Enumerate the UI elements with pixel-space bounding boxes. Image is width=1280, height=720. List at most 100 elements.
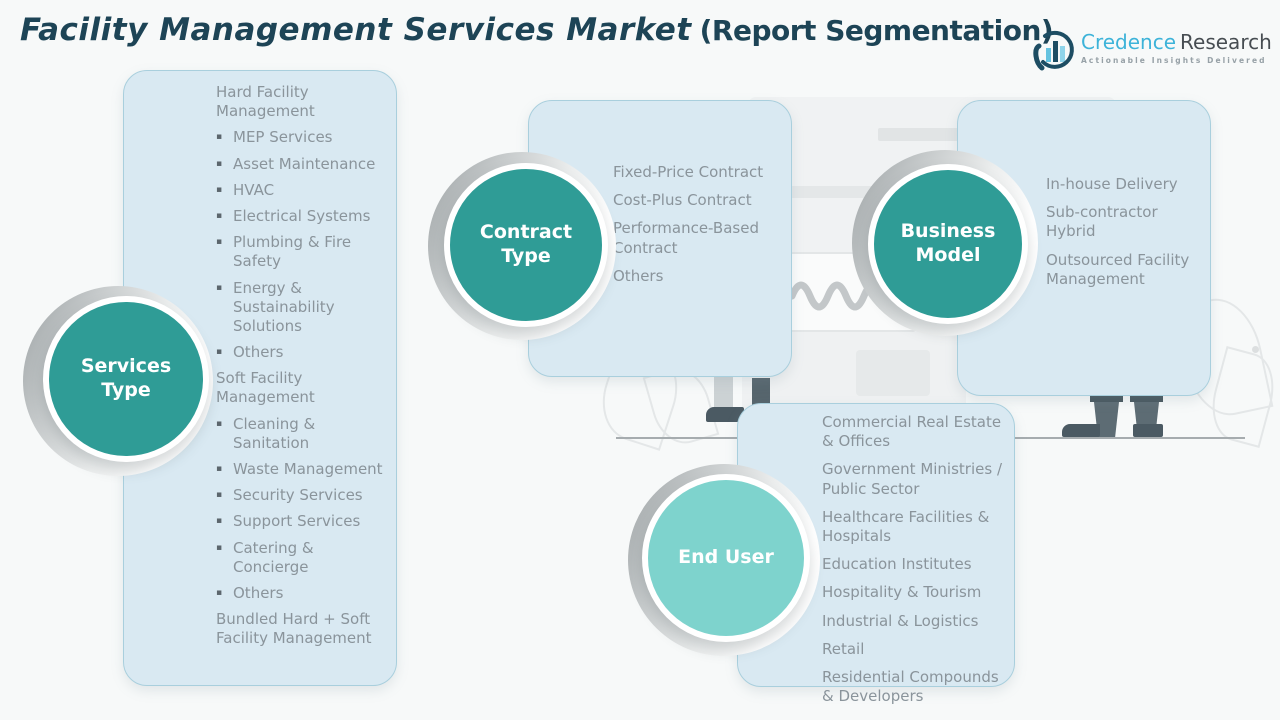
bullet-icon: ▪ [216,158,223,169]
list-item: ▪ Support Services [216,512,384,531]
person-shoe-graphic [706,407,744,422]
list-item: Performance-Based Contract [613,219,783,257]
desk-graphic [856,350,930,396]
list-item-label: Hospitality & Tourism [822,583,982,602]
bullet-icon: ▪ [216,587,223,598]
list-item-label: Fixed-Price Contract [613,163,764,181]
bullet-icon: ▪ [216,418,223,429]
list-item: ▪ Cleaning & Sanitation [216,415,384,453]
list-item: ▪ Others [216,343,384,362]
list-item-label: Electrical Systems [233,206,371,225]
bullet-icon: ▪ [216,132,223,143]
list-item-label: Cleaning & Sanitation [233,414,316,452]
bullet-icon: ▪ [216,542,223,553]
list-item: Residential Compounds & Developers [822,668,1006,706]
person-shoe-graphic [1133,424,1163,437]
list-item-label: Others [233,343,284,362]
bullet-icon: ▪ [216,490,223,501]
services-type-list: Hard Facility Management ▪ MEP Services ▪ As… [124,71,396,649]
person-leg-graphic [714,377,733,411]
list-item: Sub-contractor Hybrid [1046,203,1209,241]
person-leg-graphic [1090,393,1123,402]
list-item: Hospitality & Tourism [822,583,1006,602]
list-item: ▪ Plumbing & Fire Safety [216,233,384,271]
list-item-label: Waste Management [233,460,383,478]
list-item: Industrial & Logistics [822,612,1006,631]
logo-tagline: Actionable Insights Delivered [1081,56,1267,65]
list-item: Bundled Hard + Soft Facility Management [216,610,384,648]
list-item-label: Security Services [233,486,363,505]
contract-type-circle: Contract Type [428,152,616,340]
bullet-icon: ▪ [216,237,223,248]
list-item-label: Catering & Concierge [233,538,314,576]
list-item-label: Soft Facility Management [216,369,315,407]
list-item: ▪ Waste Management [216,460,384,479]
list-item-label: Industrial & Logistics [822,611,979,630]
person-leg-graphic [752,378,770,406]
end-user-circle: End User [628,464,820,656]
bullet-icon: ▪ [216,464,223,474]
list-item-label: HVAC [233,180,275,199]
circle-label: Business Model [900,220,996,266]
bullet-icon: ▪ [216,516,223,527]
logo-brand-secondary: Research [1180,30,1272,54]
list-item-label: In-house Delivery [1046,175,1178,193]
bullet-icon: ▪ [216,347,223,358]
list-item-label: Outsourced Facility Management [1046,250,1190,288]
list-item: Others [613,267,783,286]
list-item-label: Asset Maintenance [233,154,376,173]
list-item-label: Support Services [233,512,361,531]
list-item-label: MEP Services [233,128,333,147]
list-item: ▪ MEP Services [216,128,384,147]
circle-label: Contract Type [479,221,573,267]
list-item-label: Performance-Based Contract [613,219,759,257]
bullet-icon: ▪ [216,184,223,195]
list-item: ▪ Security Services [216,486,384,505]
page-title: Facility Management Services Market(Repo… [20,12,1054,48]
list-item-label: Others [233,583,284,602]
list-item: Outsourced Facility Management [1046,251,1209,289]
business-model-badge: Business Model [868,164,1028,324]
whiteboard-bar [878,128,968,141]
list-item: Healthcare Facilities & Hospitals [822,508,1006,546]
list-item-label: Plumbing & Fire Safety [233,233,352,271]
list-item: ▪ HVAC [216,181,384,200]
list-item-label: Healthcare Facilities & Hospitals [822,507,990,545]
credence-logo-icon [1033,30,1074,71]
list-item-label: Government Ministries / Public Sector [822,460,1002,498]
list-item-label: Energy & Sustainability Solutions [233,278,335,335]
title-suffix: (Report Segmentation) [699,14,1054,47]
list-item-label: Retail [822,639,865,658]
contract-type-badge: Contract Type [444,163,608,327]
whiteboard-bar [788,186,884,198]
end-user-badge: End User [642,474,810,642]
list-item: ▪ Asset Maintenance [216,155,384,174]
circle-label: Services Type [80,355,172,401]
logo-brand-primary: Credence [1081,30,1177,54]
list-item-label: Commercial Real Estate & Offices [822,413,1002,451]
bullet-icon: ▪ [216,282,223,293]
list-item: Commercial Real Estate & Offices [822,413,1006,451]
list-item: ▪ Others [216,584,384,603]
list-item-label: Cost-Plus Contract [613,191,752,210]
list-item: Fixed-Price Contract [613,163,783,182]
list-item: ▪ Electrical Systems [216,207,384,226]
list-item: Education Institutes [822,555,1006,574]
list-item-label: Sub-contractor Hybrid [1046,203,1158,241]
list-item-label: Hard Facility Management [216,83,315,121]
bullet-icon: ▪ [216,210,223,221]
services-type-circle: Services Type [23,286,213,476]
list-item: ▪ Catering & Concierge [216,539,384,577]
list-item-label: Education Institutes [822,555,972,574]
list-item-label: Others [613,266,664,285]
dot-decoration [1252,346,1259,353]
list-item: Government Ministries / Public Sector [822,460,1006,498]
list-item: Soft Facility Management [216,369,384,407]
